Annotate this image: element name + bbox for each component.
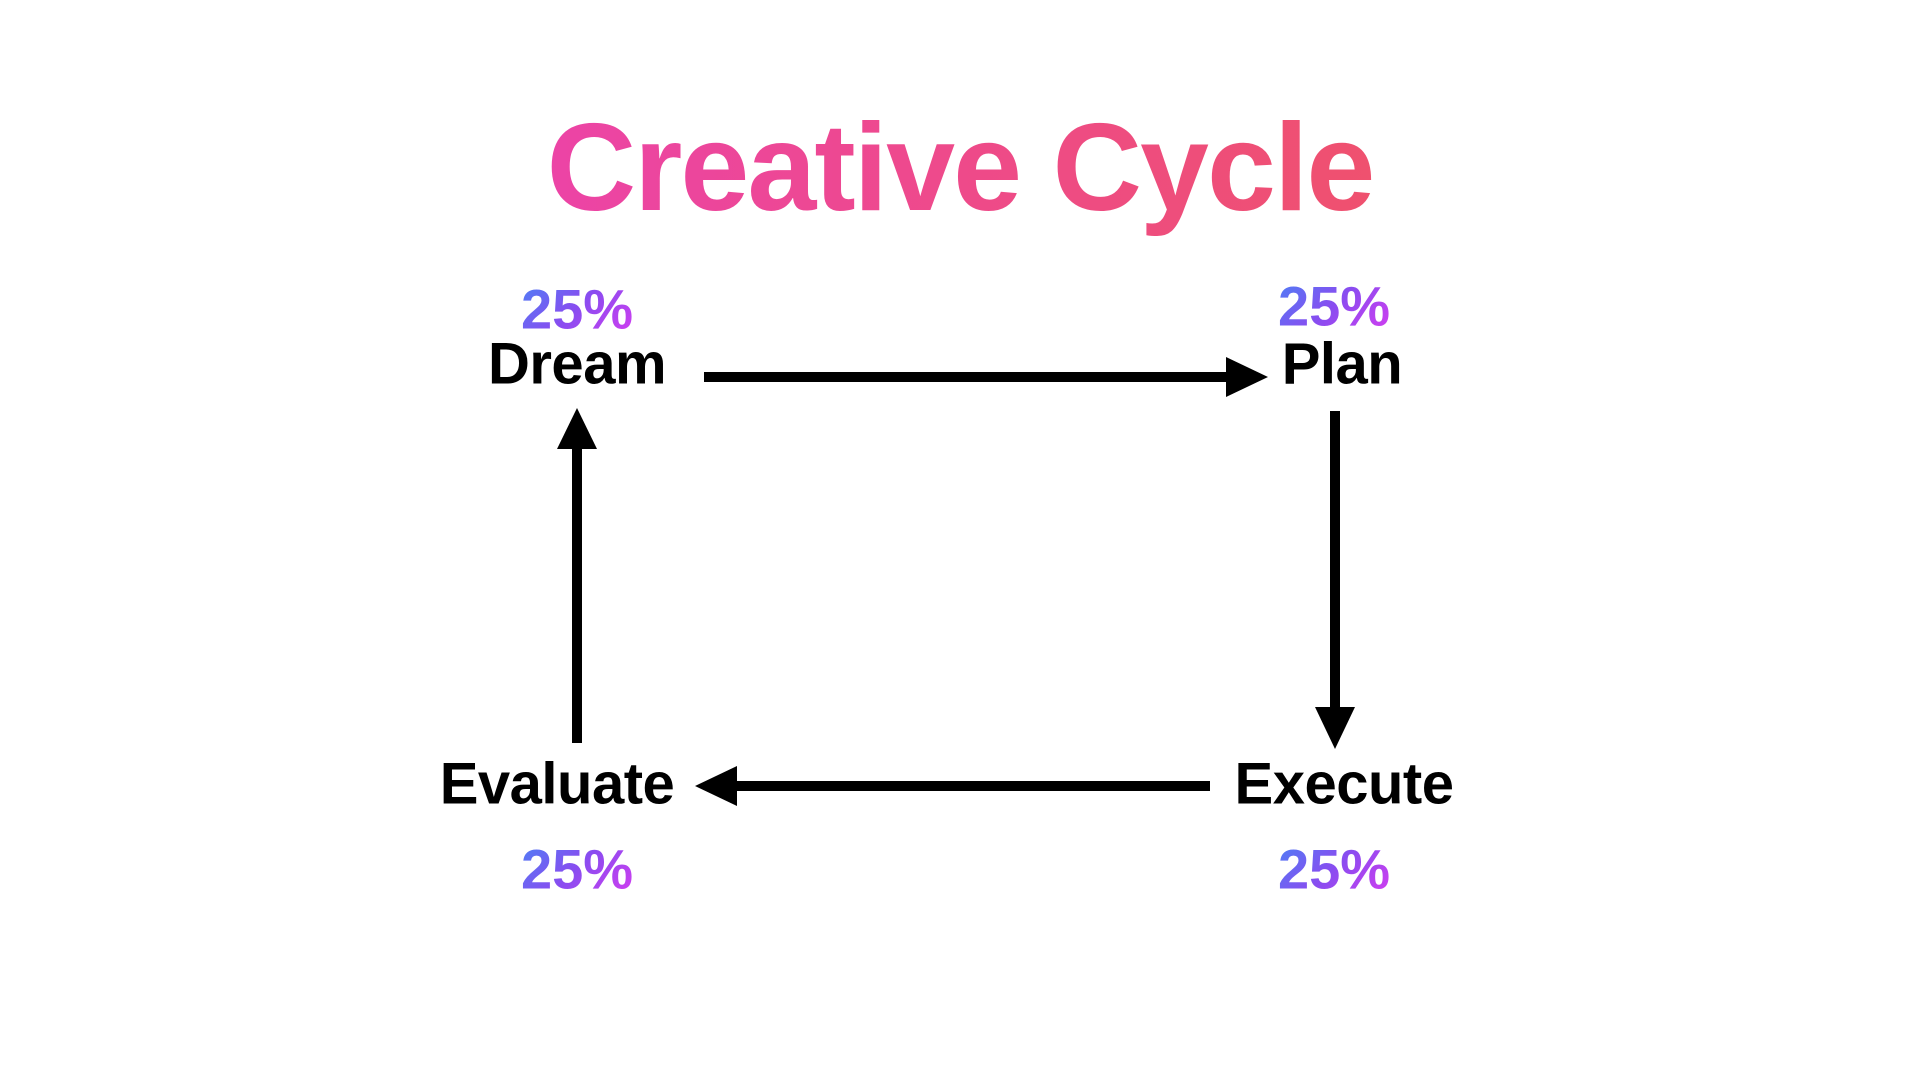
arrow-plan-to-execute: [1315, 411, 1355, 749]
arrow-evaluate-to-dream: [557, 408, 597, 743]
evaluate-label: Evaluate: [439, 751, 675, 817]
arrow-execute-to-evaluate: [695, 766, 1210, 806]
plan-label: Plan: [1281, 331, 1403, 397]
execute-percent: 25%: [1277, 837, 1391, 901]
arrow-dream-to-plan: [704, 357, 1268, 397]
diagram-title: Creative Cycle: [0, 100, 1920, 237]
evaluate-percent: 25%: [520, 837, 634, 901]
execute-label: Execute: [1234, 751, 1454, 817]
dream-percent: 25%: [520, 277, 634, 341]
plan-percent: 25%: [1277, 274, 1391, 338]
dream-label: Dream: [487, 331, 667, 397]
